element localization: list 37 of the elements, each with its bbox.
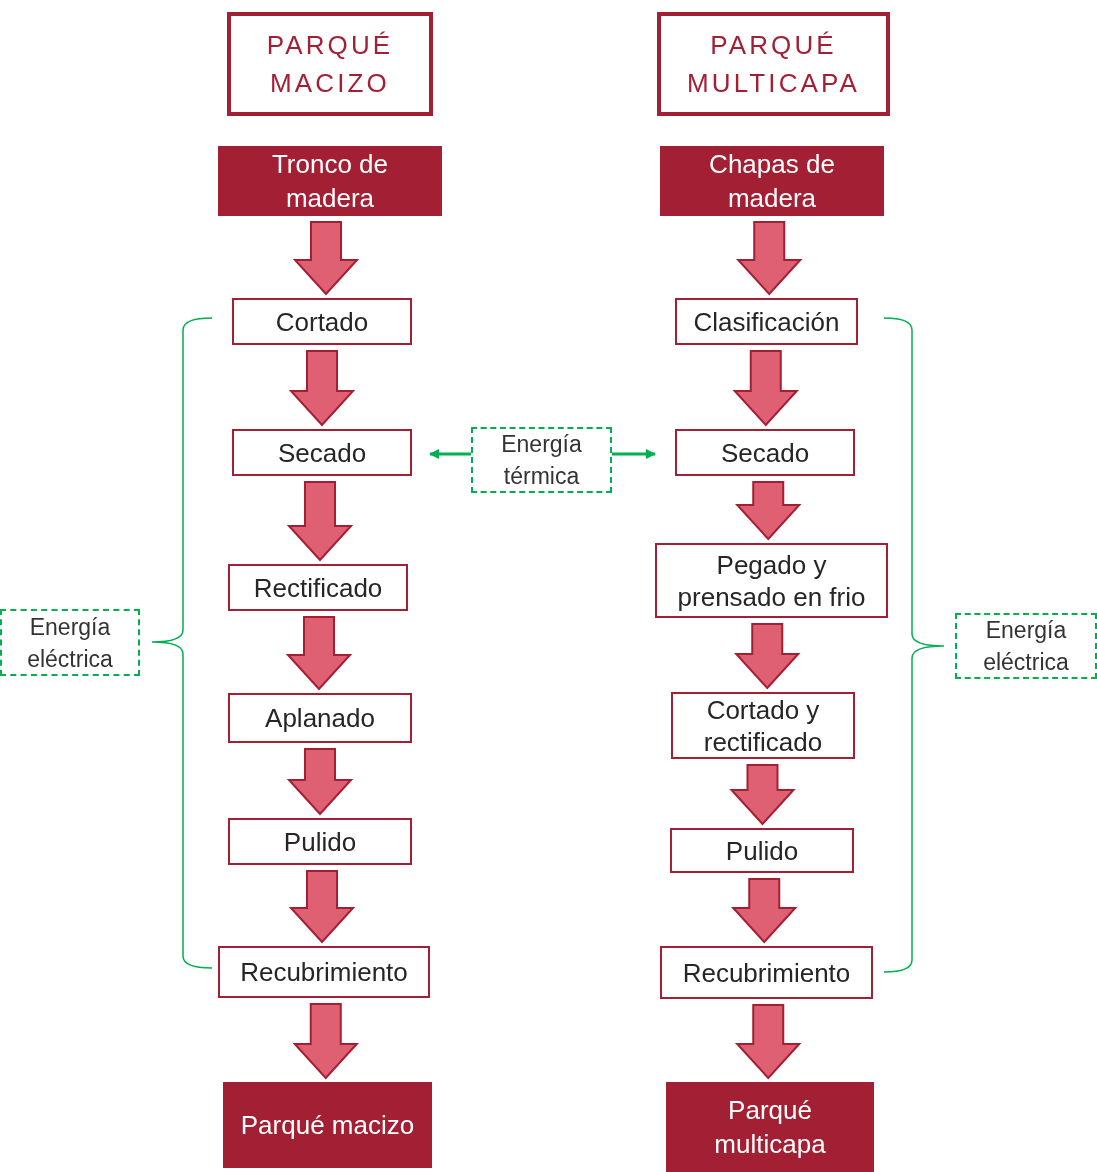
block-arrow: [731, 878, 798, 944]
energy-box: Energía eléctrica: [0, 609, 140, 676]
process-box: Pegado y prensado en frio: [655, 543, 888, 618]
block-arrow: [732, 350, 799, 427]
block-arrow: [735, 1004, 802, 1080]
block-arrow: [286, 748, 354, 816]
title-box: PARQUÉ MULTICAPA: [657, 12, 890, 116]
title-box: PARQUÉ MACIZO: [227, 12, 433, 116]
block-arrow: [734, 623, 801, 690]
process-box: Aplanado: [228, 693, 412, 743]
block-arrow: [735, 481, 802, 541]
energy-box: Energía térmica: [471, 427, 612, 493]
arrow: [612, 449, 656, 459]
block-arrow: [288, 870, 356, 944]
product-box: Parqué multicapa: [666, 1082, 874, 1172]
process-box: Recubrimiento: [218, 946, 430, 998]
process-box: Cortado y rectificado: [671, 692, 855, 759]
process-box: Recubrimiento: [660, 946, 873, 999]
product-box: Tronco de madera: [218, 146, 442, 216]
block-arrow: [292, 221, 360, 296]
block-arrow: [286, 481, 354, 562]
process-box: Secado: [675, 429, 855, 476]
process-box: Rectificado: [228, 564, 408, 611]
block-arrow: [729, 764, 796, 826]
product-box: Chapas de madera: [660, 146, 884, 216]
block-arrow: [288, 350, 356, 427]
process-box: Cortado: [232, 298, 412, 345]
block-arrow: [736, 221, 803, 296]
product-box: Parqué macizo: [223, 1082, 432, 1168]
process-box: Pulido: [228, 818, 412, 865]
block-arrow: [292, 1003, 359, 1080]
arrow: [429, 449, 471, 459]
block-arrow: [285, 616, 353, 691]
process-box: Pulido: [670, 828, 854, 873]
process-box: Clasificación: [675, 298, 858, 345]
process-box: Secado: [232, 429, 412, 476]
energy-box: Energía eléctrica: [955, 613, 1097, 679]
